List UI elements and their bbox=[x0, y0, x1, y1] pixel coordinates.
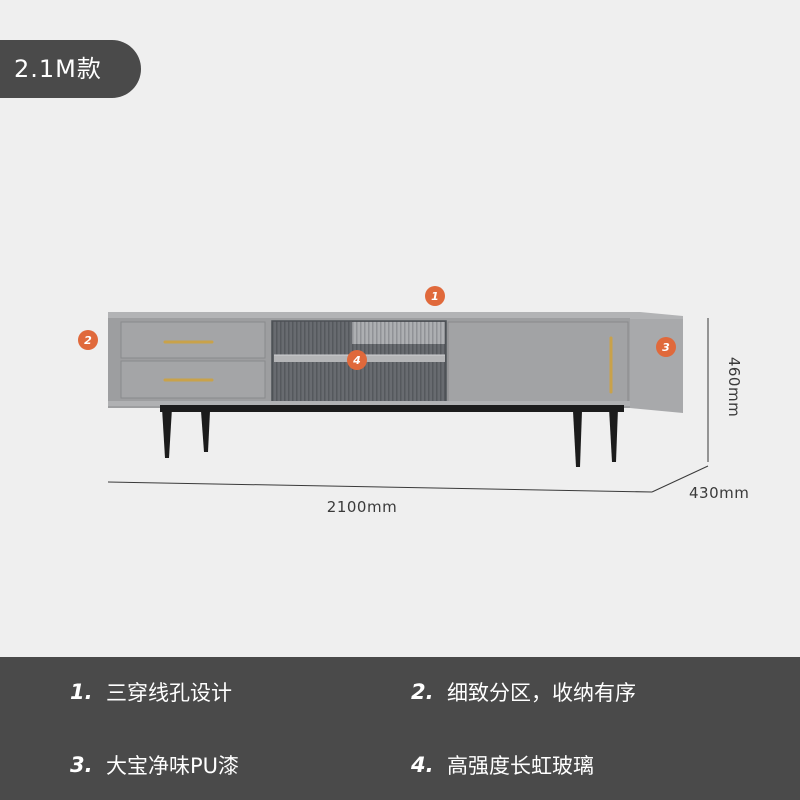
depth-label: 430mm bbox=[689, 484, 749, 502]
callout-3-circle bbox=[656, 337, 676, 357]
callout-3-number: 3 bbox=[662, 341, 670, 354]
callout-3: 3 bbox=[656, 337, 676, 357]
features-panel: 1. 三穿线孔设计 2. 细致分区，收纳有序 3. 大宝净味PU漆 4. 高强度… bbox=[0, 657, 800, 800]
cabinet-bottom-edge bbox=[108, 401, 630, 406]
callout-4: 4 bbox=[347, 350, 367, 370]
cabinet-door bbox=[447, 321, 629, 403]
callout-2: 2 bbox=[78, 330, 98, 350]
width-dimension-line bbox=[107, 481, 653, 493]
dimension-width: 2100mm bbox=[107, 481, 653, 516]
drawer-bottom bbox=[120, 360, 266, 399]
base-frame bbox=[160, 405, 624, 412]
feature-item: 1. 三穿线孔设计 bbox=[70, 677, 232, 707]
callout-1-circle bbox=[425, 286, 445, 306]
cabinet-diagram: 1 2 3 4 460mm 2100mm 430mm bbox=[78, 286, 749, 516]
callout-1: 1 bbox=[425, 286, 445, 306]
callout-2-circle bbox=[78, 330, 98, 350]
feature-text: 大宝净味PU漆 bbox=[106, 754, 240, 778]
glass-upper-panel bbox=[352, 322, 445, 344]
feature-text: 细致分区，收纳有序 bbox=[447, 681, 636, 705]
depth-dimension-line bbox=[651, 465, 709, 493]
model-badge-label: 2.1M款 bbox=[14, 55, 102, 83]
callout-2-number: 2 bbox=[84, 334, 92, 347]
model-badge: 2.1M款 bbox=[0, 40, 141, 98]
drawer-top bbox=[120, 321, 266, 359]
leg-front-right bbox=[609, 408, 618, 462]
leg-back-right bbox=[573, 411, 582, 467]
feature-item: 3. 大宝净味PU漆 bbox=[70, 750, 239, 780]
feature-text: 三穿线孔设计 bbox=[106, 681, 232, 705]
leg-back-left bbox=[201, 411, 210, 452]
height-label: 460mm bbox=[725, 357, 743, 417]
dimension-depth: 430mm bbox=[651, 465, 749, 502]
feature-text: 高强度长虹玻璃 bbox=[447, 754, 594, 778]
callout-4-circle bbox=[347, 350, 367, 370]
feature-item: 4. 高强度长虹玻璃 bbox=[411, 750, 594, 780]
cabinet-right-side bbox=[630, 319, 683, 413]
feature-index: 1. bbox=[70, 680, 93, 704]
tv-cabinet bbox=[108, 312, 683, 467]
leg-front-left bbox=[162, 408, 172, 458]
feature-item: 2. 细致分区，收纳有序 bbox=[411, 677, 636, 707]
feature-index: 3. bbox=[70, 753, 93, 777]
callout-1-number: 1 bbox=[431, 290, 439, 303]
callout-4-number: 4 bbox=[352, 354, 361, 367]
dimension-height: 460mm bbox=[707, 318, 743, 462]
feature-index: 4. bbox=[411, 753, 434, 777]
width-label: 2100mm bbox=[327, 498, 397, 516]
feature-index: 2. bbox=[411, 680, 434, 704]
cabinet-top-surface bbox=[108, 312, 683, 319]
